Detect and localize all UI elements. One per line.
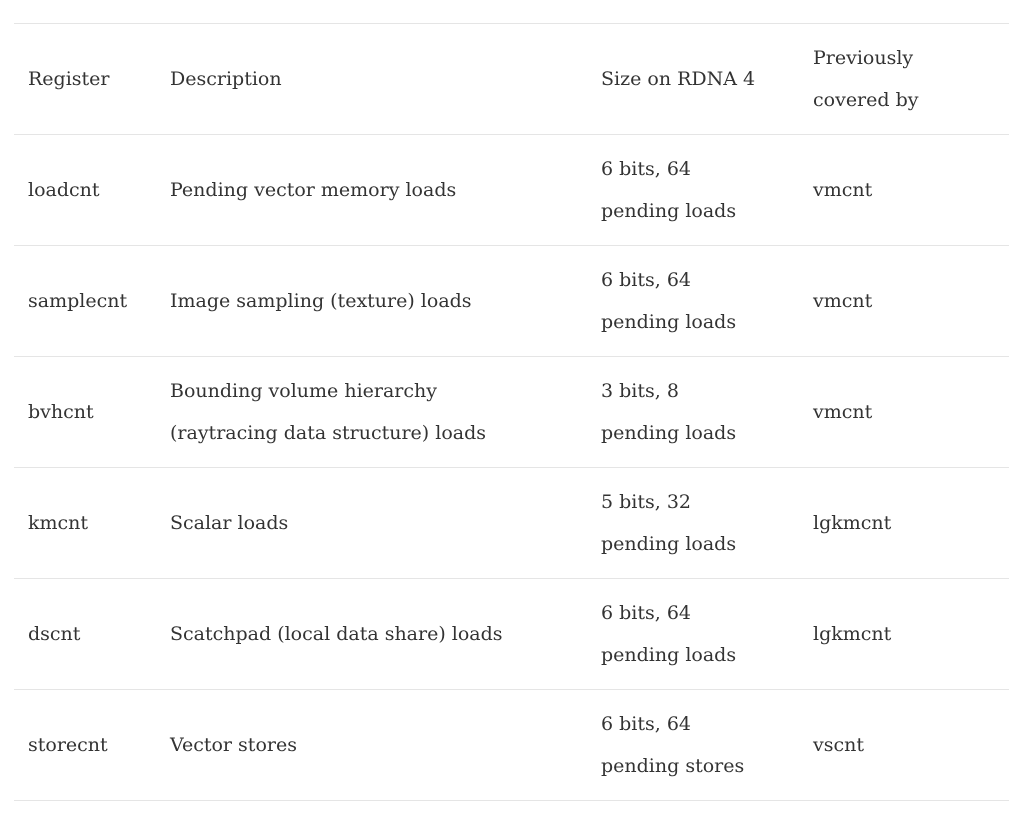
table-body: loadcnt Pending vector memory loads 6 bi…	[14, 134, 1009, 801]
column-header-previously: Previously covered by	[799, 23, 1009, 135]
register-table-container: Register Description Size on RDNA 4 Prev…	[14, 23, 1009, 801]
column-header-description: Description	[156, 23, 587, 135]
table-row: dscnt Scatchpad (local data share) loads…	[14, 578, 1009, 690]
table-row: loadcnt Pending vector memory loads 6 bi…	[14, 134, 1009, 246]
cell-previously: vmcnt	[799, 245, 1009, 357]
cell-description: Pending vector memory loads	[156, 134, 587, 246]
cell-description: Bounding volume hierarchy (raytracing da…	[156, 356, 587, 468]
column-header-register: Register	[14, 23, 156, 135]
cell-register: loadcnt	[14, 134, 156, 246]
cell-register: dscnt	[14, 578, 156, 690]
cell-register: kmcnt	[14, 467, 156, 579]
cell-description: Scalar loads	[156, 467, 587, 579]
cell-size: 3 bits, 8 pending loads	[587, 356, 799, 468]
cell-size: 6 bits, 64 pending loads	[587, 245, 799, 357]
cell-previously: vmcnt	[799, 356, 1009, 468]
cell-register: samplecnt	[14, 245, 156, 357]
cell-size: 6 bits, 64 pending stores	[587, 689, 799, 801]
cell-description: Image sampling (texture) loads	[156, 245, 587, 357]
cell-size: 6 bits, 64 pending loads	[587, 578, 799, 690]
cell-previously: lgkmcnt	[799, 467, 1009, 579]
table-header: Register Description Size on RDNA 4 Prev…	[14, 23, 1009, 135]
table-row: bvhcnt Bounding volume hierarchy (raytra…	[14, 356, 1009, 468]
header-row: Register Description Size on RDNA 4 Prev…	[14, 23, 1009, 135]
cell-size: 5 bits, 32 pending loads	[587, 467, 799, 579]
cell-previously: vmcnt	[799, 134, 1009, 246]
register-table: Register Description Size on RDNA 4 Prev…	[14, 23, 1009, 801]
cell-description: Scatchpad (local data share) loads	[156, 578, 587, 690]
table-row: storecnt Vector stores 6 bits, 64 pendin…	[14, 689, 1009, 801]
cell-previously: vscnt	[799, 689, 1009, 801]
cell-register: storecnt	[14, 689, 156, 801]
table-row: samplecnt Image sampling (texture) loads…	[14, 245, 1009, 357]
column-header-size: Size on RDNA 4	[587, 23, 799, 135]
cell-description: Vector stores	[156, 689, 587, 801]
cell-register: bvhcnt	[14, 356, 156, 468]
cell-size: 6 bits, 64 pending loads	[587, 134, 799, 246]
cell-previously: lgkmcnt	[799, 578, 1009, 690]
table-row: kmcnt Scalar loads 5 bits, 32 pending lo…	[14, 467, 1009, 579]
